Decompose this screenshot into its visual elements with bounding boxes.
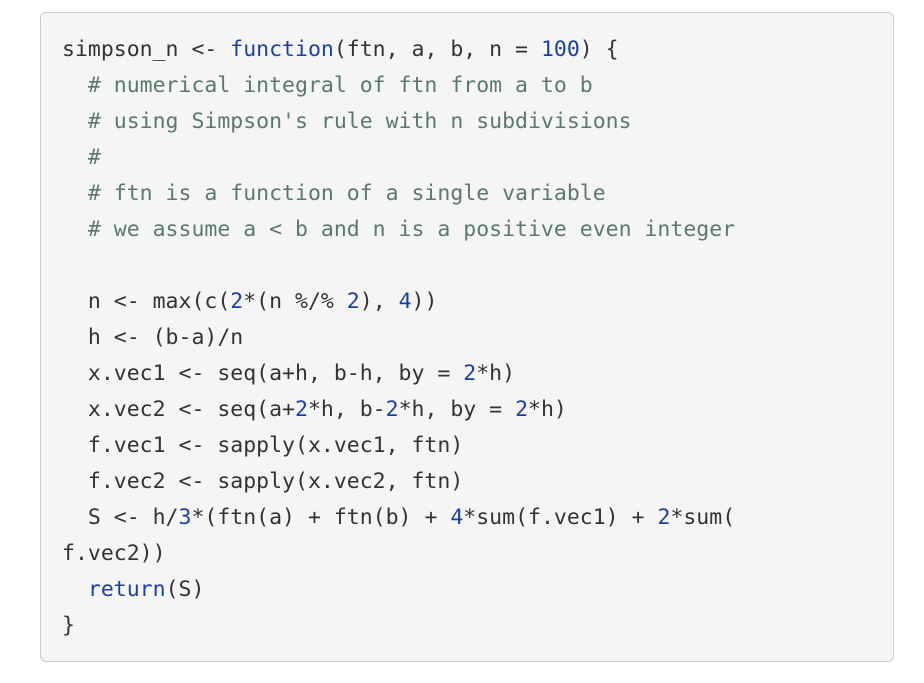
code-token: [62, 577, 88, 602]
code-token: *(n %/%: [243, 289, 347, 314]
code-token: [62, 109, 88, 134]
code-token: f.vec1 <- sapply(x.vec1, ftn): [62, 433, 464, 458]
code-token: (ftn, a, b, n =: [333, 37, 541, 62]
code-token: S <- h/: [62, 505, 179, 530]
code-token: *h, b-: [307, 397, 386, 422]
code-line: f.vec2)): [62, 536, 893, 572]
code-token: *sum(: [670, 505, 736, 530]
code-line: x.vec2 <- seq(a+2*h, b-2*h, by = 2*h): [62, 392, 893, 428]
code-token: *h): [476, 361, 516, 386]
comment-token: #: [87, 145, 101, 170]
code-token: *h): [528, 397, 567, 422]
comment-token: # using Simpson's rule with n subdivisio…: [87, 109, 632, 134]
number-token: 2: [346, 289, 360, 314]
number-token: 2: [295, 397, 308, 422]
code-token: )): [411, 289, 438, 314]
comment-token: # we assume a < b and n is a positive ev…: [87, 217, 736, 242]
number-token: 2: [657, 505, 671, 530]
number-token: 2: [385, 397, 399, 422]
code-token: simpson_n <-: [62, 37, 231, 62]
code-line: f.vec2 <- sapply(x.vec2, ftn): [62, 464, 893, 500]
code-line: # ftn is a function of a single variable: [62, 176, 893, 212]
code-token: [62, 181, 88, 206]
code-line: f.vec1 <- sapply(x.vec1, ftn): [62, 428, 893, 464]
code-token: *(ftn(a) + ftn(b) +: [191, 505, 451, 530]
keyword-token: return: [87, 577, 166, 602]
code-line: }: [62, 608, 893, 644]
code-line: S <- h/3*(ftn(a) + ftn(b) + 4*sum(f.vec1…: [62, 500, 893, 536]
comment-token: # numerical integral of ftn from a to b: [87, 73, 593, 98]
code-line: simpson_n <- function(ftn, a, b, n = 100…: [62, 32, 893, 68]
code-line: # numerical integral of ftn from a to b: [62, 68, 893, 104]
code-token: f.vec2 <- sapply(x.vec2, ftn): [62, 469, 464, 494]
code-line: # we assume a < b and n is a positive ev…: [62, 212, 893, 248]
code-token: [62, 73, 88, 98]
code-token: ),: [359, 289, 399, 314]
code-token: h <- (b-a)/n: [62, 325, 244, 350]
number-token: 2: [515, 397, 529, 422]
code-token: [62, 217, 88, 242]
code-token: }: [62, 613, 75, 638]
code-line: #: [62, 140, 893, 176]
code-token: (S): [165, 577, 205, 602]
code-line: h <- (b-a)/n: [62, 320, 893, 356]
code-token: [62, 145, 88, 170]
code-line: n <- max(c(2*(n %/% 2), 4)): [62, 284, 893, 320]
code-line: [62, 248, 893, 284]
code-token: *sum(f.vec1) +: [463, 505, 658, 530]
comment-token: # ftn is a function of a single variable: [87, 181, 606, 206]
code-token: x.vec1 <- seq(a+h, b-h, by =: [62, 361, 464, 386]
number-token: 4: [398, 289, 412, 314]
code-token: n <- max(c(: [62, 289, 231, 314]
code-line: x.vec1 <- seq(a+h, b-h, by = 2*h): [62, 356, 893, 392]
code-token: *h, by =: [398, 397, 516, 422]
number-token: 4: [450, 505, 464, 530]
code-token: ) {: [579, 37, 619, 62]
code-line: return(S): [62, 572, 893, 608]
number-token: 3: [178, 505, 192, 530]
code-line: # using Simpson's rule with n subdivisio…: [62, 104, 893, 140]
code-token: x.vec2 <- seq(a+: [62, 397, 295, 422]
number-token: 2: [230, 289, 244, 314]
code-block: simpson_n <- function(ftn, a, b, n = 100…: [40, 12, 894, 662]
number-token: 100: [540, 37, 580, 62]
number-token: 2: [463, 361, 477, 386]
code-token: f.vec2)): [62, 541, 166, 566]
keyword-token: function: [230, 37, 334, 62]
